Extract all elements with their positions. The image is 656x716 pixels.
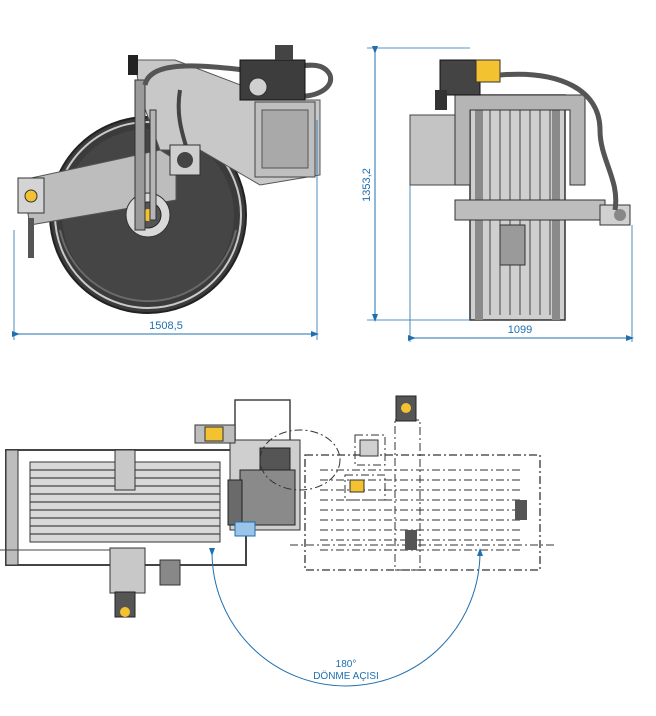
front-view: [409, 59, 631, 321]
rotation-angle: 180°: [336, 659, 357, 670]
control-box-yellow: [475, 59, 501, 83]
front-width-label: 1099: [508, 324, 532, 336]
rotation-indicator: 180° DÖNME AÇISI: [208, 547, 483, 687]
top-view-position-a: [0, 399, 301, 618]
rotation-arc: [208, 547, 483, 687]
motor-unit: [239, 469, 296, 526]
height-label: 1353,2: [361, 168, 373, 202]
axle: [454, 199, 606, 221]
rotation-caption: DÖNME AÇISI: [313, 670, 379, 682]
side-view: [17, 45, 334, 314]
top-view-position-b: [259, 419, 555, 571]
side-width-label: 1508,5: [149, 320, 183, 332]
dimension-front-width: 1099: [408, 185, 634, 342]
frame-b: [304, 454, 541, 571]
dimension-side-width: 1508,5: [12, 120, 319, 340]
dimension-height: 1353,2: [361, 46, 470, 322]
